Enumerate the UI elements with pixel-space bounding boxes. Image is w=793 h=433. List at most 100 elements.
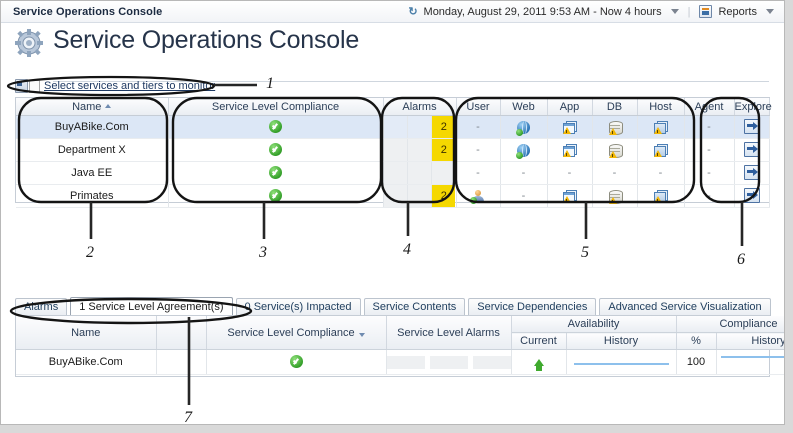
explore-cell[interactable] [734,115,770,139]
explore-cell[interactable] [734,161,770,185]
sla-alarm-slot[interactable] [472,355,511,369]
table-row[interactable]: Primates 2 - - [16,184,770,208]
tier-app-cell[interactable] [547,184,593,208]
alarm-slot[interactable] [407,162,432,184]
chevron-down-icon[interactable] [766,9,774,14]
compliance-cell[interactable] [168,115,384,139]
alarm-slot[interactable] [407,139,433,161]
table-row[interactable]: Java EE------ [16,161,770,185]
db-tier-icon[interactable] [608,120,623,135]
chevron-down-icon[interactable] [670,9,679,14]
alarm-slot[interactable] [407,116,433,138]
host-tier-icon[interactable] [653,144,668,157]
select-services-row[interactable]: Select services and tiers to monitor [15,79,215,93]
alarm-slot[interactable] [383,185,408,207]
col-b-service-level-alarms[interactable]: Service Level Alarms [386,316,512,350]
compliance-cell[interactable] [168,138,384,162]
service-name-cell[interactable]: Primates [16,184,169,208]
col-b-availability-history[interactable]: History [566,332,677,350]
service-name-cell[interactable]: Department X [16,138,169,162]
tier-host-cell[interactable]: - [637,161,685,185]
b-compliance-history-cell[interactable] [716,349,784,375]
tab-advanced-service-visualization[interactable]: Advanced Service Visualization [599,298,771,316]
tier-db-cell[interactable] [592,138,638,162]
compliance-cell[interactable] [168,161,384,185]
tier-web-cell[interactable] [500,138,548,162]
sla-alarm-slot[interactable] [386,355,425,369]
explore-icon[interactable] [743,165,760,180]
b-service-name-cell[interactable]: BuyABike.Com [16,349,157,375]
b-availability-history-cell[interactable] [566,349,677,375]
tier-agent-cell[interactable]: - [684,184,735,208]
web-tier-icon[interactable] [516,143,530,159]
db-tier-icon[interactable] [608,143,623,158]
col-app[interactable]: App [547,98,593,116]
tier-web-cell[interactable] [500,115,548,139]
col-db[interactable]: DB [592,98,638,116]
tier-db-cell[interactable] [592,115,638,139]
col-host[interactable]: Host [637,98,685,116]
web-tier-icon[interactable] [516,120,530,136]
col-b-service-level-compliance[interactable]: Service Level Compliance [206,316,387,350]
tier-host-cell[interactable] [637,184,685,208]
tier-user-cell[interactable] [456,184,501,208]
service-name-cell[interactable]: Java EE [16,161,169,185]
col-b-availability-current[interactable]: Current [511,332,567,350]
tab-0-service-s-impacted[interactable]: 0 Service(s) Impacted [235,298,361,316]
explore-cell[interactable] [734,138,770,162]
b-compliance-cell[interactable] [206,349,387,375]
tier-web-cell[interactable]: - [500,184,548,208]
tier-app-cell[interactable]: - [547,161,593,185]
col-b-compliance-pct[interactable]: % [676,332,717,350]
host-tier-icon[interactable] [653,190,668,203]
host-tier-icon[interactable] [653,121,668,134]
col-alarms[interactable]: Alarms [383,98,457,116]
tier-host-cell[interactable] [637,115,685,139]
tab-service-contents[interactable]: Service Contents [363,298,466,316]
col-service-level-compliance[interactable]: Service Level Compliance [168,98,384,116]
b-compliance-pct-cell[interactable]: 100 [676,349,717,375]
tab-1-service-level-agreement-s[interactable]: 1 Service Level Agreement(s) [70,297,233,316]
tier-db-cell[interactable] [592,184,638,208]
explore-icon[interactable] [743,188,760,203]
user-tier-icon[interactable] [470,189,485,204]
tab-alarms[interactable]: Alarms [15,298,68,316]
service-name-cell[interactable]: BuyABike.Com [16,115,169,139]
tab-service-dependencies[interactable]: Service Dependencies [468,298,597,316]
tier-agent-cell[interactable]: - [684,161,735,185]
db-tier-icon[interactable] [608,189,623,204]
tier-user-cell[interactable]: - [456,161,501,185]
alarm-count-badge[interactable]: 2 [432,116,456,138]
tier-db-cell[interactable]: - [592,161,638,185]
col-web[interactable]: Web [500,98,548,116]
table-row[interactable]: BuyABike.Com 100 [16,349,784,375]
app-tier-icon[interactable] [562,190,577,203]
alarm-slot[interactable] [383,116,408,138]
col-explore[interactable]: Explore [734,98,772,116]
col-name[interactable]: Name [16,98,169,116]
alarm-slot[interactable] [383,139,408,161]
tier-user-cell[interactable]: - [456,138,501,162]
b-availability-current-cell[interactable] [511,349,567,375]
tier-agent-cell[interactable]: - [684,138,735,162]
reports-label[interactable]: Reports [718,5,757,18]
explore-icon[interactable] [743,119,760,134]
alarm-count-badge[interactable]: 2 [432,139,456,161]
tier-user-cell[interactable]: - [456,115,501,139]
tier-host-cell[interactable] [637,138,685,162]
app-tier-icon[interactable] [562,144,577,157]
tier-agent-cell[interactable]: - [684,115,735,139]
alarm-count-badge[interactable]: 2 [432,185,456,207]
sla-alarm-slot[interactable] [429,355,468,369]
compliance-cell[interactable] [168,184,384,208]
col-b-name[interactable]: Name [16,316,157,350]
select-services-link[interactable]: Select services and tiers to monitor [44,80,216,92]
explore-icon[interactable] [743,142,760,157]
time-range-label[interactable]: Monday, August 29, 2011 9:53 AM - Now 4 … [423,5,662,18]
app-tier-icon[interactable] [562,121,577,134]
alarm-slot[interactable] [407,185,433,207]
tier-app-cell[interactable] [547,115,593,139]
explore-cell[interactable] [734,184,770,208]
